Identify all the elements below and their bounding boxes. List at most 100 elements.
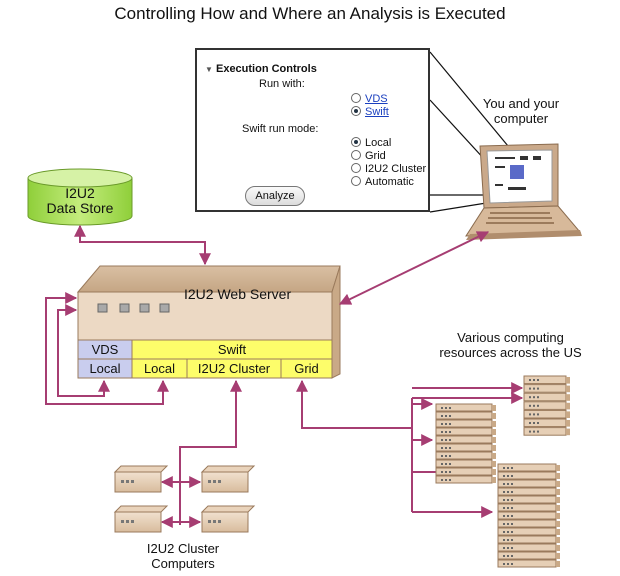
rack-side-icon [492,429,496,435]
rack-side-icon [492,477,496,483]
rack-led-icon [503,555,505,557]
rack-side-icon [556,473,560,479]
rack-led-icon [533,387,535,390]
rack-led-icon [503,523,505,525]
rack-led-icon [445,471,447,473]
rack-unit-icon [435,451,493,460]
swift-grid-label: Grid [294,361,319,376]
mode-local-radio[interactable]: Local [351,137,391,149]
mode-grid-radio[interactable]: Grid [351,150,386,162]
rack-side-icon [556,497,560,503]
cluster-computers [113,465,256,533]
rack-side-icon [492,453,496,459]
server-title: I2U2 Web Server [184,286,292,302]
rack-led-icon [511,539,513,541]
rack-side-icon [492,421,496,427]
rack-unit-icon [435,459,493,468]
rack-led-icon [529,404,531,407]
analyze-button[interactable]: Analyze [245,186,305,206]
rack-led-icon [529,422,531,424]
rack-led-icon [507,555,509,557]
rack-led-icon [511,531,513,533]
rack-led-icon [511,547,513,549]
rack-led-icon [511,491,513,493]
rack-led-icon [449,415,451,417]
collapse-triangle-icon[interactable]: ▼ [205,65,213,74]
rack-led-icon [511,555,513,557]
radio-icon[interactable] [351,176,361,186]
rack-side-icon [566,377,570,384]
rack-led-icon [441,463,443,465]
rack-led-icon [503,491,505,493]
rack-side-icon [556,561,560,567]
rack-led-icon [511,563,513,565]
rack-led-icon [533,396,535,399]
rack-unit-icon [435,419,493,428]
rack-led-icon [503,515,505,517]
rack-unit-icon [435,475,493,484]
rack-led-icon [533,404,535,407]
rack-side-icon [566,420,570,427]
diagram-title: Controlling How and Where an Analysis is… [114,4,506,23]
rack-led-icon [537,387,539,390]
rack-led-icon [537,430,539,433]
rack-led-icon [533,379,535,381]
run-with-swift-radio[interactable]: Swift [351,106,389,118]
rack-led-icon [441,447,443,449]
rack-led-icon [511,483,513,485]
rack-unit-icon [497,471,557,480]
rack-led-icon [533,430,535,433]
mode-cluster-radio[interactable]: I2U2 Cluster [351,163,426,175]
vds-label: VDS [91,342,119,357]
rack-led-icon [449,479,451,481]
rack-led-icon [503,475,505,477]
swift-run-mode-label: Swift run mode: [242,123,319,135]
rack-led-icon [503,531,505,533]
rack-unit-icon [497,495,557,504]
rack-led-icon [441,455,443,457]
rack-led-icon [529,379,531,381]
rack-unit-icon [497,535,557,544]
rack-side-icon [566,394,570,401]
mode-automatic-radio[interactable]: Automatic [351,176,414,188]
radio-icon[interactable] [351,163,361,173]
rack-led-icon [445,423,447,425]
rack-led-icon [449,407,451,409]
rack-led-icon [445,463,447,465]
rack-led-icon [507,539,509,541]
run-with-vds-radio[interactable]: VDS [351,93,388,105]
rack-led-icon [507,523,509,525]
execution-controls-panel: ▼ Execution Controls Run with: VDS Swift… [195,48,430,212]
rack-led-icon [533,413,535,416]
rack-led-icon [507,499,509,501]
rack-side-icon [566,402,570,410]
rack-led-icon [445,415,447,417]
rack-led-icon [503,547,505,549]
rack-led-icon [449,431,451,433]
rack-led-icon [511,507,513,509]
rack-led-icon [511,523,513,525]
rack-unit-icon [497,487,557,496]
user-label: You and your computer [482,96,560,126]
radio-icon[interactable] [351,150,361,160]
rack-led-icon [445,455,447,457]
rack-led-icon [537,404,539,407]
rack-unit-icon [435,467,493,476]
cluster-node-icon [113,505,169,533]
rack-led-icon [449,463,451,465]
radio-selected-icon[interactable] [351,106,361,116]
rack-led-icon [449,423,451,425]
vds-local-label: Local [89,361,121,376]
rack-led-icon [507,475,509,477]
radio-selected-icon[interactable] [351,137,361,147]
rack-led-icon [503,507,505,509]
swift-local-label: Local [143,361,176,376]
controls-heading[interactable]: ▼ Execution Controls [205,63,317,75]
rack-led-icon [507,515,509,517]
radio-icon[interactable] [351,93,361,103]
rack-led-icon [511,475,513,477]
rack-led-icon [537,379,539,381]
rack-unit-icon [497,543,557,552]
resources-label: Various computing resources across the U… [439,330,582,360]
